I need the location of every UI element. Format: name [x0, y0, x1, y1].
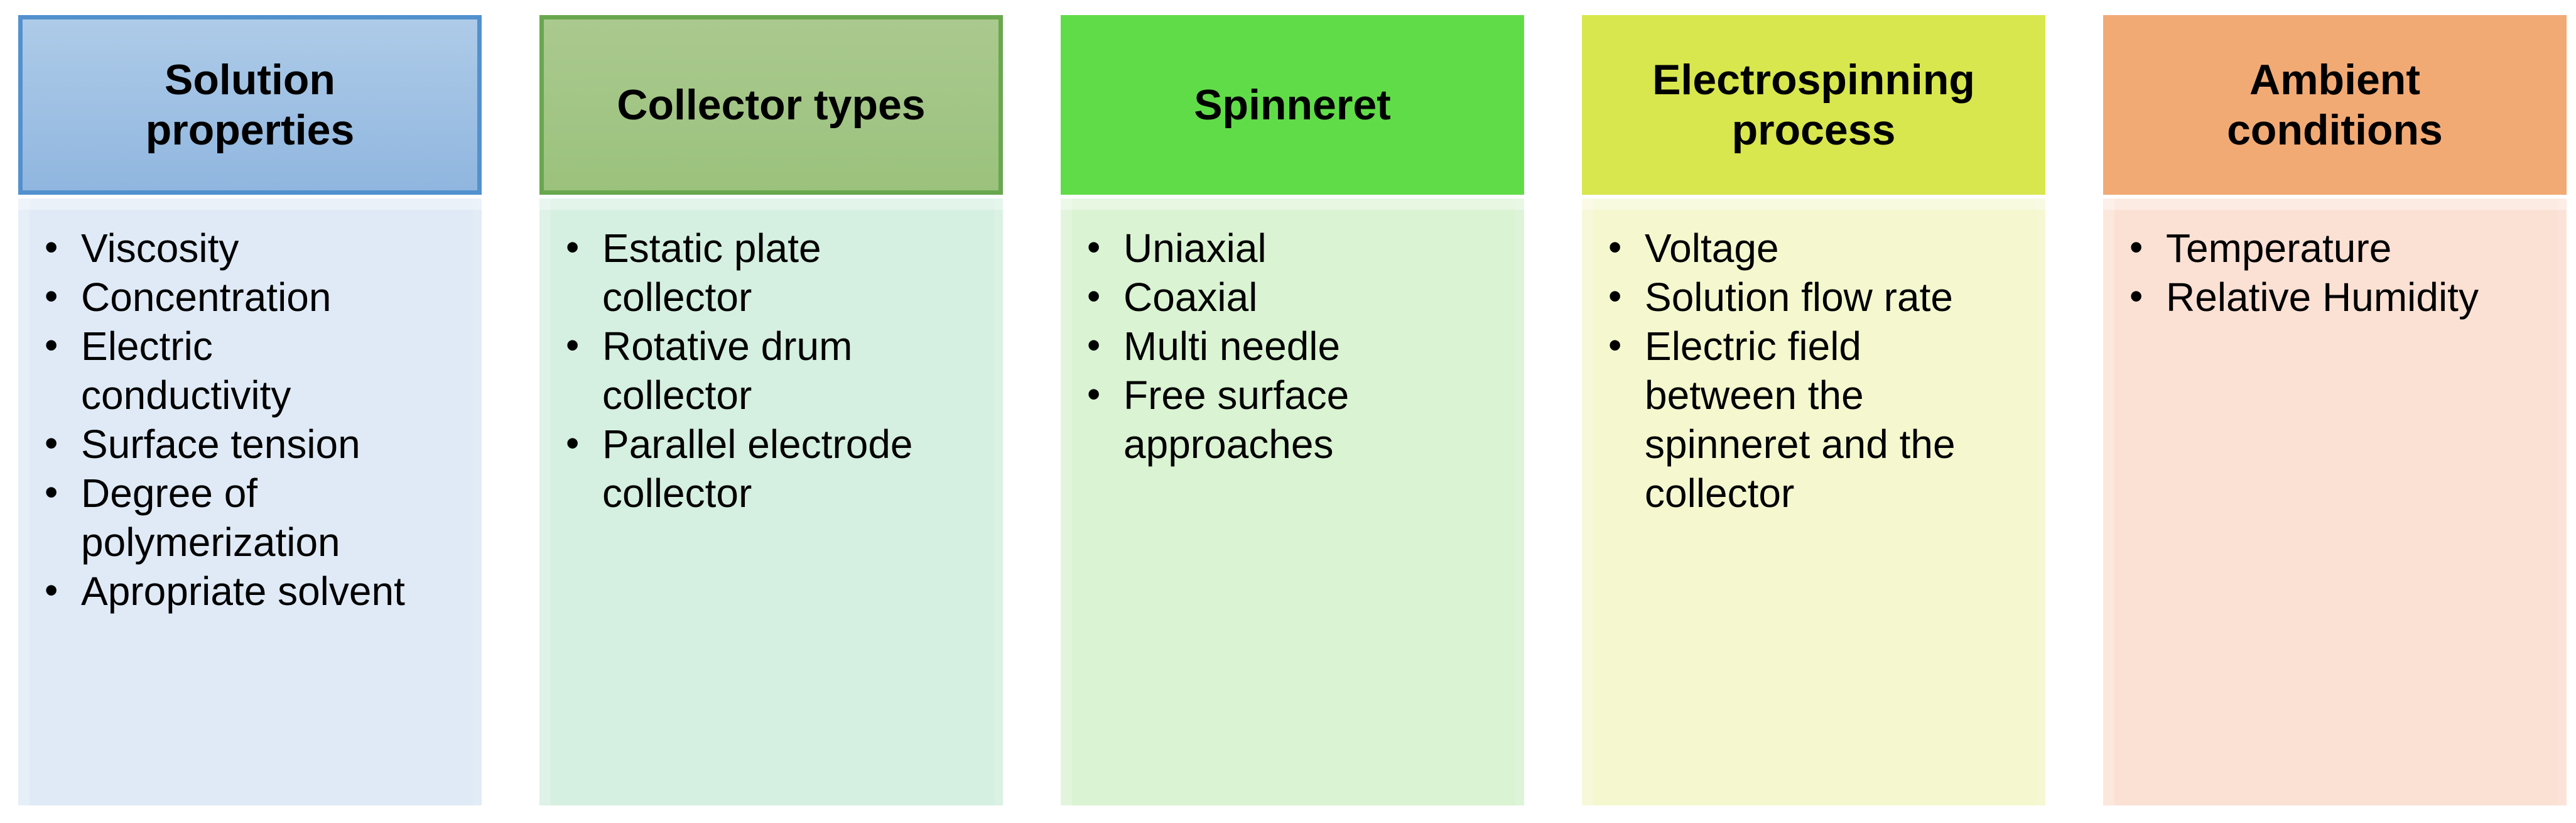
bullet-item: • Multi needle	[1087, 322, 1474, 371]
bullet-item: • Solution flow rate	[1608, 273, 1995, 322]
category-title: Electrospinning process	[1652, 55, 1975, 154]
bullet-list: • Voltage • Solution flow rate • Electri…	[1582, 199, 2045, 518]
category-title: Spinneret	[1194, 80, 1391, 129]
bullet-item: • Electric conductivity	[45, 322, 431, 420]
bullet-item: • Coaxial	[1087, 273, 1474, 322]
bullet-item: • Surface tension	[45, 420, 431, 469]
bullet-dot-icon: •	[45, 275, 58, 317]
bullet-dot-icon: •	[566, 324, 580, 366]
category-header: Electrospinning process	[1582, 15, 2045, 195]
bullet-dot-icon: •	[45, 226, 58, 268]
category-body: • Viscosity • Concentration • Electric c…	[18, 199, 482, 805]
bullet-text: Parallel electrode collector	[602, 422, 913, 516]
bullet-dot-icon: •	[566, 226, 580, 268]
category-header: Solution properties	[18, 15, 482, 195]
bullet-text: Degree of polymerization	[81, 471, 340, 565]
bullet-dot-icon: •	[1087, 275, 1101, 317]
bullet-text: Electric field between the spinneret and…	[1645, 324, 1956, 516]
bullet-dot-icon: •	[1087, 226, 1101, 268]
bullet-text: Relative Humidity	[2166, 275, 2479, 320]
bullet-text: Estatic plate collector	[602, 226, 821, 320]
bullet-text: Multi needle	[1123, 324, 1341, 369]
bullet-item: • Electric field between the spinneret a…	[1608, 322, 1995, 518]
bullet-dot-icon: •	[1608, 324, 1622, 366]
bullet-list: • Uniaxial • Coaxial • Multi needle • Fr…	[1061, 199, 1524, 469]
bullet-item: • Viscosity	[45, 224, 431, 273]
bullet-text: Surface tension	[81, 422, 360, 467]
bullet-dot-icon: •	[2130, 226, 2143, 268]
category-column: Spinneret • Uniaxial • Coaxial • Multi n…	[1061, 15, 1524, 805]
bullet-text: Viscosity	[81, 226, 239, 271]
bullet-text: Rotative drum collector	[602, 324, 853, 418]
bullet-dot-icon: •	[45, 324, 58, 366]
category-body: • Temperature • Relative Humidity	[2103, 199, 2567, 805]
category-title: Solution properties	[145, 55, 355, 154]
bullet-dot-icon: •	[2130, 275, 2143, 317]
category-body: • Estatic plate collector • Rotative dru…	[539, 199, 1003, 805]
bullet-text: Voltage	[1645, 226, 1779, 271]
bullet-item: • Apropriate solvent	[45, 567, 431, 616]
bullet-list: • Estatic plate collector • Rotative dru…	[539, 199, 1003, 518]
bullet-item: • Estatic plate collector	[566, 224, 953, 322]
bullet-item: • Concentration	[45, 273, 431, 322]
bullet-item: • Degree of polymerization	[45, 469, 431, 567]
bullet-text: Uniaxial	[1123, 226, 1267, 271]
bullet-dot-icon: •	[1087, 373, 1101, 415]
category-column: Collector types • Estatic plate collecto…	[539, 15, 1003, 805]
category-body: • Uniaxial • Coaxial • Multi needle • Fr…	[1061, 199, 1524, 805]
bullet-dot-icon: •	[45, 422, 58, 464]
bullet-dot-icon: •	[45, 471, 58, 513]
bullet-dot-icon: •	[45, 569, 58, 611]
bullet-item: • Temperature	[2130, 224, 2516, 273]
bullet-item: • Rotative drum collector	[566, 322, 953, 420]
category-column: Electrospinning process • Voltage • Solu…	[1582, 15, 2045, 805]
category-header: Collector types	[539, 15, 1003, 195]
bullet-text: Concentration	[81, 275, 332, 320]
bullet-text: Apropriate solvent	[81, 569, 405, 614]
category-header: Ambient conditions	[2103, 15, 2567, 195]
bullet-dot-icon: •	[1608, 275, 1622, 317]
diagram-columns: Solution properties • Viscosity • Concen…	[18, 15, 2567, 805]
bullet-item: • Uniaxial	[1087, 224, 1474, 273]
bullet-text: Free surface approaches	[1123, 373, 1350, 467]
bullet-item: • Voltage	[1608, 224, 1995, 273]
bullet-text: Coaxial	[1123, 275, 1258, 320]
bullet-list: • Temperature • Relative Humidity	[2103, 199, 2567, 322]
category-column: Solution properties • Viscosity • Concen…	[18, 15, 482, 805]
bullet-text: Electric conductivity	[81, 324, 291, 418]
category-title: Ambient conditions	[2227, 55, 2443, 154]
bullet-dot-icon: •	[1087, 324, 1101, 366]
bullet-text: Temperature	[2166, 226, 2392, 271]
bullet-dot-icon: •	[1608, 226, 1622, 268]
category-header: Spinneret	[1061, 15, 1524, 195]
category-body: • Voltage • Solution flow rate • Electri…	[1582, 199, 2045, 805]
bullet-text: Solution flow rate	[1645, 275, 1953, 320]
bullet-item: • Parallel electrode collector	[566, 420, 953, 518]
category-title: Collector types	[617, 80, 926, 129]
bullet-dot-icon: •	[566, 422, 580, 464]
bullet-item: • Free surface approaches	[1087, 371, 1474, 469]
bullet-item: • Relative Humidity	[2130, 273, 2516, 322]
category-column: Ambient conditions • Temperature • Relat…	[2103, 15, 2567, 805]
bullet-list: • Viscosity • Concentration • Electric c…	[18, 199, 482, 616]
